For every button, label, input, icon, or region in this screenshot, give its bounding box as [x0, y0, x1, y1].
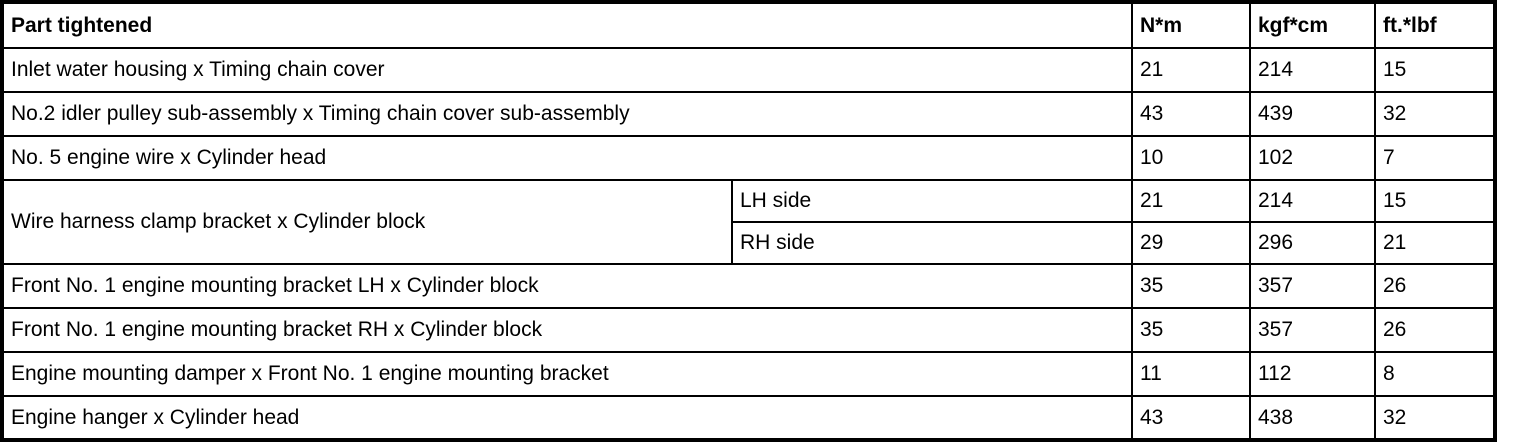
cell-part-name: Front No. 1 engine mounting bracket RH x…: [1, 307, 1133, 353]
column-header-ft-lbf: ft.*lbf: [1374, 1, 1496, 49]
cell-torque-nm: 11: [1131, 351, 1251, 397]
column-header-newton-meter: N*m: [1131, 1, 1251, 49]
cell-part-name-merged: Wire harness clamp bracket x Cylinder bl…: [1, 179, 733, 265]
cell-torque-ftlbf: 32: [1374, 395, 1496, 441]
table-header-row: Part tightened N*m kgf*cm ft.*lbf: [1, 1, 1496, 49]
cell-part-name: Engine mounting damper x Front No. 1 eng…: [1, 351, 1133, 397]
cell-torque-kgfcm: 214: [1249, 47, 1376, 93]
column-header-part-tightened: Part tightened: [1, 1, 1133, 49]
column-header-kgf-cm: kgf*cm: [1249, 1, 1376, 49]
cell-torque-kgfcm: 102: [1249, 135, 1376, 181]
cell-part-name: Front No. 1 engine mounting bracket LH x…: [1, 263, 1133, 309]
cell-part-name: No.2 idler pulley sub-assembly x Timing …: [1, 91, 1133, 137]
table-body: Inlet water housing x Timing chain cover…: [1, 47, 1496, 441]
cell-torque-ftlbf: 21: [1374, 221, 1496, 265]
cell-part-name: Inlet water housing x Timing chain cover: [1, 47, 1133, 93]
cell-torque-nm: 35: [1131, 307, 1251, 353]
cell-torque-kgfcm: 439: [1249, 91, 1376, 137]
cell-torque-ftlbf: 15: [1374, 47, 1496, 93]
cell-torque-nm: 43: [1131, 395, 1251, 441]
table-row: Wire harness clamp bracket x Cylinder bl…: [1, 179, 1496, 265]
cell-torque-kgfcm: 112: [1249, 351, 1376, 397]
cell-torque-ftlbf: 26: [1374, 307, 1496, 353]
cell-torque-kgfcm: 357: [1249, 307, 1376, 353]
table-row: Front No. 1 engine mounting bracket RH x…: [1, 307, 1496, 353]
cell-torque-nm: 35: [1131, 263, 1251, 309]
cell-torque-ftlbf: 26: [1374, 263, 1496, 309]
cell-torque-kgfcm: 357: [1249, 263, 1376, 309]
cell-torque-ftlbf: 32: [1374, 91, 1496, 137]
table-row: No.2 idler pulley sub-assembly x Timing …: [1, 91, 1496, 137]
cell-part-side: RH side: [731, 221, 1133, 265]
cell-torque-nm: 21: [1131, 179, 1251, 223]
cell-torque-nm: 10: [1131, 135, 1251, 181]
table-row: Inlet water housing x Timing chain cover…: [1, 47, 1496, 93]
cell-part-name: Engine hanger x Cylinder head: [1, 395, 1133, 441]
cell-torque-ftlbf: 7: [1374, 135, 1496, 181]
table-row: No. 5 engine wire x Cylinder head 10 102…: [1, 135, 1496, 181]
table-row: Front No. 1 engine mounting bracket LH x…: [1, 263, 1496, 309]
table-row: Engine hanger x Cylinder head 43 438 32: [1, 395, 1496, 441]
cell-torque-kgfcm: 214: [1249, 179, 1376, 223]
cell-torque-kgfcm: 296: [1249, 221, 1376, 265]
cell-torque-nm: 43: [1131, 91, 1251, 137]
cell-part-name: No. 5 engine wire x Cylinder head: [1, 135, 1133, 181]
cell-torque-ftlbf: 8: [1374, 351, 1496, 397]
cell-torque-kgfcm: 438: [1249, 395, 1376, 441]
cell-torque-nm: 29: [1131, 221, 1251, 265]
cell-torque-ftlbf: 15: [1374, 179, 1496, 223]
cell-torque-nm: 21: [1131, 47, 1251, 93]
table-row: Engine mounting damper x Front No. 1 eng…: [1, 351, 1496, 397]
table-row: RH side 29 296 21: [2, 221, 1496, 265]
cell-part-side: LH side: [731, 179, 1133, 223]
